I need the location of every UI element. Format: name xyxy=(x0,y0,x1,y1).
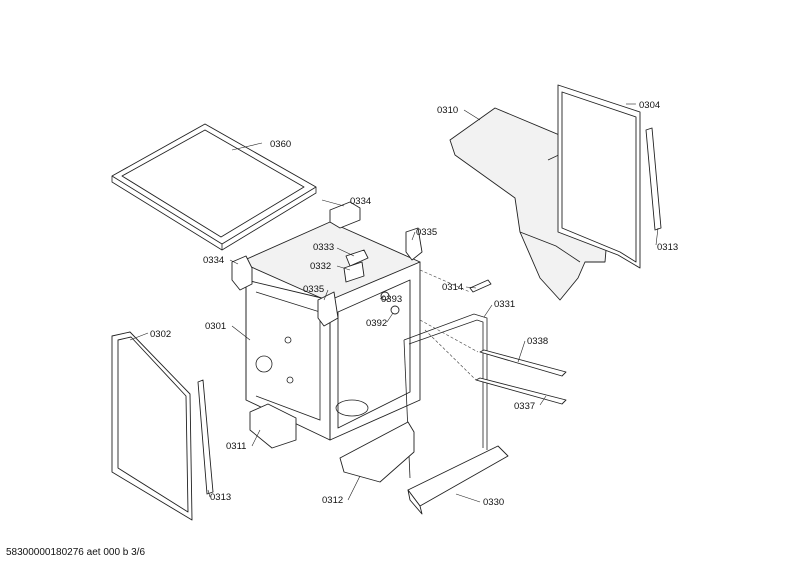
label-0335-left: 0335 xyxy=(303,284,324,295)
part-labels: 0360 0334 0334 0335 0335 0333 0332 0393 … xyxy=(150,100,678,508)
part-0304-side-panel xyxy=(557,84,641,269)
label-0330: 0330 xyxy=(483,497,504,508)
label-0313-left: 0313 xyxy=(210,492,231,503)
label-0331: 0331 xyxy=(494,299,515,310)
label-0332: 0332 xyxy=(310,261,331,272)
label-0314: 0314 xyxy=(442,282,463,293)
part-0338-rod xyxy=(479,349,567,377)
label-0334-top: 0334 xyxy=(350,196,371,207)
label-0310: 0310 xyxy=(437,105,458,116)
label-0393: 0393 xyxy=(381,294,402,305)
part-0312-base xyxy=(339,421,415,483)
label-0301: 0301 xyxy=(205,321,226,332)
part-0360-worktop xyxy=(111,123,317,251)
part-0302-side-panel xyxy=(111,331,193,521)
label-0392: 0392 xyxy=(366,318,387,329)
leader-lines xyxy=(129,103,659,503)
part-0333-0332-latch xyxy=(343,249,369,283)
label-0304: 0304 xyxy=(639,100,660,111)
label-0335-right: 0335 xyxy=(416,227,437,238)
part-0337-rod xyxy=(475,377,567,405)
part-0334-brackets xyxy=(231,201,361,291)
document-id-footer: 58300000180276 aet 000 b 3/6 xyxy=(6,547,146,558)
part-0393-0392-fittings xyxy=(380,291,400,315)
label-0333: 0333 xyxy=(313,242,334,253)
label-0360: 0360 xyxy=(270,139,291,150)
part-0314-rail xyxy=(469,279,492,293)
part-0335-hinge-mounts xyxy=(317,227,423,327)
label-0337: 0337 xyxy=(514,401,535,412)
part-0330-trim xyxy=(407,445,509,515)
label-0338: 0338 xyxy=(527,336,548,347)
part-0311-plinth xyxy=(249,403,297,449)
label-0313-right: 0313 xyxy=(657,242,678,253)
label-0302: 0302 xyxy=(150,329,171,340)
label-0312: 0312 xyxy=(322,495,343,506)
assembly-guides xyxy=(419,269,479,381)
part-0313-seal-left xyxy=(197,379,214,495)
part-0313-seal-right xyxy=(645,127,662,231)
label-0311: 0311 xyxy=(226,441,246,452)
label-0334-left: 0334 xyxy=(203,255,224,266)
